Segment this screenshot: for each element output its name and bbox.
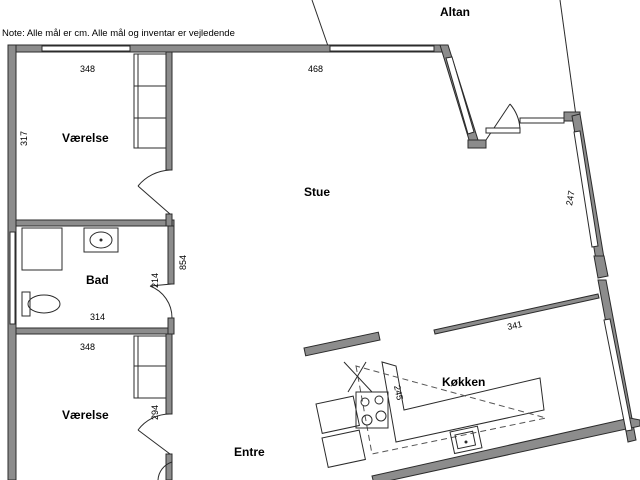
dim-vaerelse-bottom-width: 348	[80, 342, 95, 352]
room-label-vaerelse-top: Værelse	[62, 131, 109, 145]
room-label-vaerelse-bottom: Værelse	[62, 408, 109, 422]
dim-stue-side: 247	[564, 190, 576, 207]
dim-vaerelse-top-depth: 317	[19, 131, 29, 146]
dim-vaerelse-bottom-depth: 294	[150, 405, 160, 420]
room-label-bad: Bad	[86, 273, 109, 287]
windows	[9, 45, 633, 432]
kitchen-layout	[315, 361, 547, 468]
plan-note: Note: Alle mål er cm. Alle mål og invent…	[2, 28, 235, 39]
room-label-kokken: Køkken	[442, 375, 485, 389]
dim-bad-width: 314	[90, 312, 105, 322]
bathroom-fixtures	[21, 227, 119, 317]
wardrobe-top	[133, 53, 167, 149]
door-entre[interactable]	[157, 461, 173, 480]
dim-stue-depth: 854	[178, 255, 188, 270]
balcony-outline	[311, 0, 577, 117]
dim-stue-width: 468	[308, 64, 323, 74]
dim-bad-depth: 214	[150, 273, 160, 288]
door-top-bedroom[interactable]	[137, 169, 171, 215]
wardrobe-bottom	[133, 335, 167, 399]
door-bathroom[interactable]	[149, 283, 173, 319]
room-label-entre: Entre	[234, 445, 265, 459]
room-label-altan: Altan	[440, 5, 470, 19]
door-bottom-bedroom[interactable]	[137, 413, 171, 455]
balcony-door[interactable]	[485, 103, 521, 141]
room-label-stue: Stue	[304, 185, 330, 199]
dim-vaerelse-top-width: 348	[80, 64, 95, 74]
dim-kokken-depth: 245	[392, 384, 405, 401]
dim-kokken-width: 341	[506, 319, 523, 332]
